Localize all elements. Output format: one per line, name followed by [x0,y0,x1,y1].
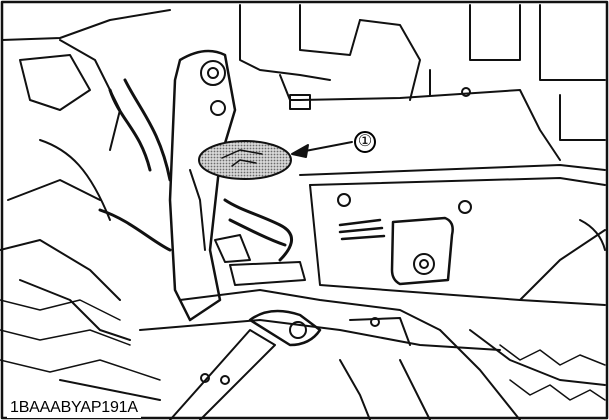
figure-code-label: 1BAAABYAP191A [7,398,141,418]
callout-number-label: ① [354,131,376,153]
